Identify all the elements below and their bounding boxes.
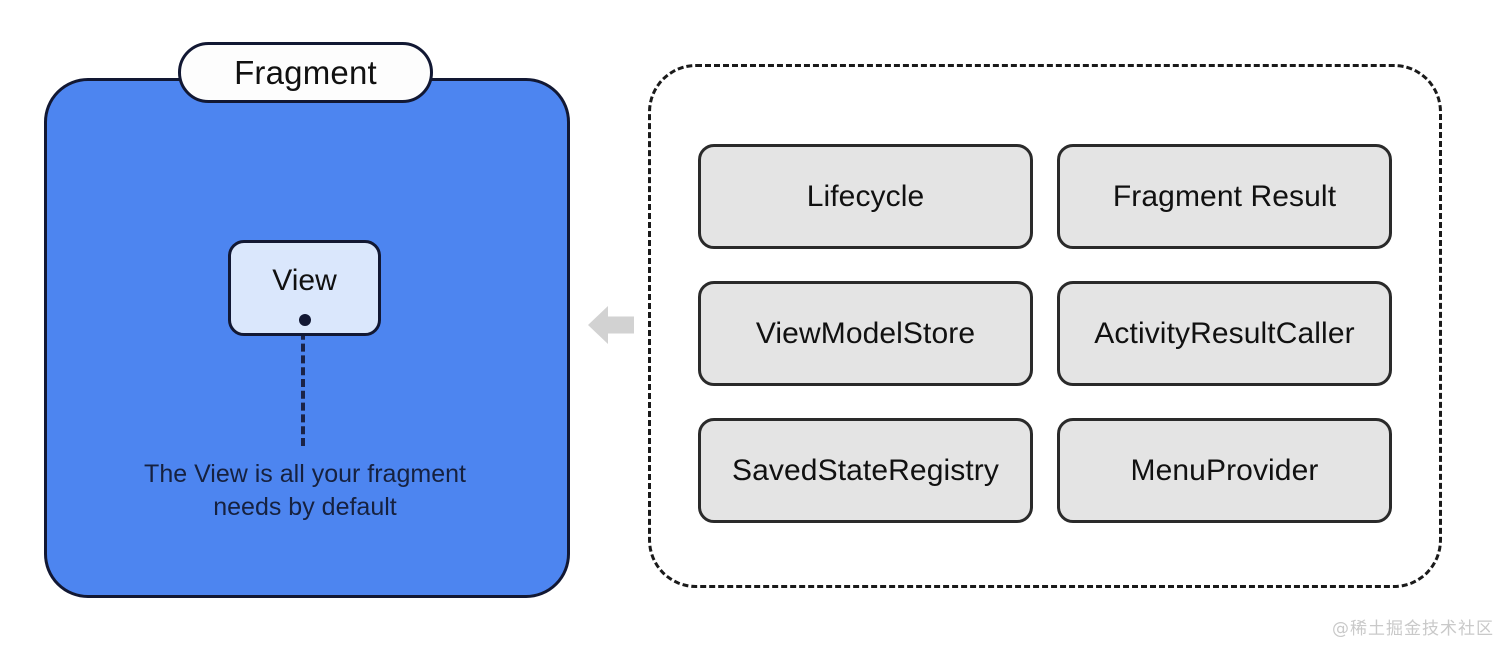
view-callout-dashed-line <box>301 320 305 446</box>
view-box-label: View <box>272 264 337 297</box>
arrow-left-icon <box>588 303 634 347</box>
fragment-title-pill: Fragment <box>178 42 433 103</box>
host-capabilities-panel <box>648 64 1442 588</box>
fragment-title-label: Fragment <box>234 54 377 91</box>
fragment-caption-line-1: The View is all your fragment <box>144 460 466 488</box>
fragment-caption-line-2: needs by default <box>213 493 397 521</box>
capability-box-activityresultcaller: ActivityResultCaller <box>1057 281 1392 386</box>
view-anchor-dot <box>299 314 311 326</box>
capability-box-fragment-result: Fragment Result <box>1057 144 1392 249</box>
capability-box-savedstateregistry: SavedStateRegistry <box>698 418 1033 523</box>
capability-box-lifecycle: Lifecycle <box>698 144 1033 249</box>
capability-box-viewmodelstore: ViewModelStore <box>698 281 1033 386</box>
watermark: @稀土掘金技术社区 <box>1332 619 1494 639</box>
fragment-panel <box>44 78 570 598</box>
capability-grid: Lifecycle Fragment Result ViewModelStore… <box>698 144 1392 523</box>
fragment-caption: The View is all your fragment needs by d… <box>80 458 530 524</box>
capability-box-menuprovider: MenuProvider <box>1057 418 1392 523</box>
